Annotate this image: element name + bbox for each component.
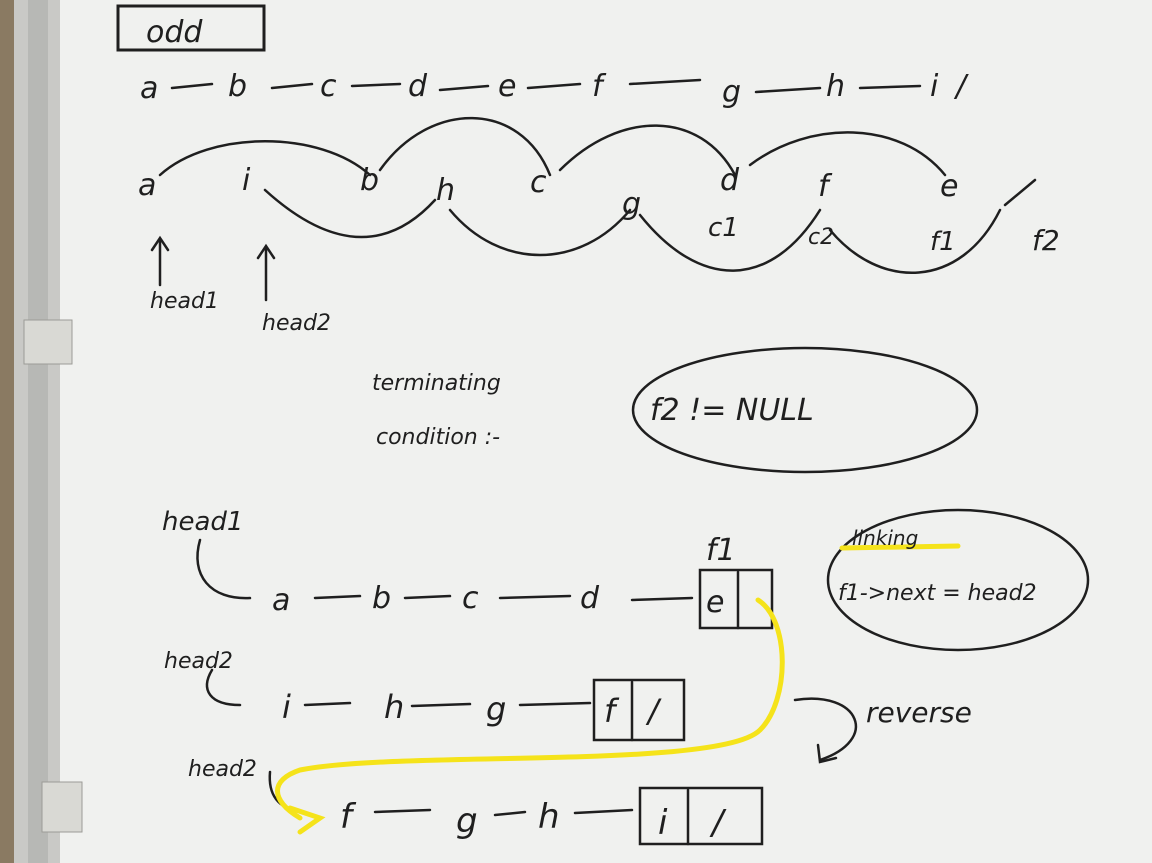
- row2-g: g: [486, 690, 506, 728]
- row3-g: g: [456, 801, 478, 841]
- row3-h: h: [538, 797, 560, 837]
- weave-e: e: [940, 169, 958, 204]
- row1-b: b: [372, 581, 391, 616]
- row3-box-slash: /: [709, 803, 727, 843]
- title-box: [116, 4, 266, 52]
- list-g: g: [722, 75, 741, 110]
- c2-label: c2: [808, 225, 834, 250]
- list-e: e: [498, 69, 516, 104]
- condition-text: f2 != NULL: [650, 393, 814, 428]
- row1-d: d: [580, 581, 600, 616]
- title-text: odd: [146, 15, 203, 50]
- weave-b: b: [360, 163, 379, 198]
- row2-h: h: [384, 688, 404, 726]
- list-d: d: [408, 69, 428, 104]
- head2-row3-label: head2: [188, 757, 257, 782]
- f1-label: f1: [930, 227, 956, 257]
- row1-c: c: [462, 581, 479, 616]
- head1-bottom: head1: [162, 507, 243, 537]
- row1-a: a: [272, 583, 290, 618]
- reverse-label: reverse: [866, 696, 972, 729]
- condition-label: condition :-: [376, 425, 500, 450]
- row1: a b c d e: [272, 581, 724, 620]
- linking-title: linking: [852, 526, 918, 550]
- c1-label: c1: [708, 213, 739, 243]
- head1-label: head1: [150, 289, 219, 314]
- weave-d: d: [720, 163, 740, 198]
- row2-i: i: [282, 688, 291, 726]
- row3-box-i: i: [658, 803, 668, 843]
- top-list: a b c d e f g h i /: [140, 69, 969, 110]
- row1-box-e: e: [706, 585, 724, 620]
- weave-c: c: [530, 165, 547, 200]
- list-terminator: /: [953, 69, 969, 104]
- head2-row2-label: head2: [164, 649, 233, 674]
- weave-i: i: [242, 163, 251, 198]
- f2-label: f2: [1032, 224, 1060, 257]
- list-i: i: [930, 69, 939, 104]
- head2-label: head2: [262, 311, 331, 336]
- terminating-label: terminating: [372, 371, 501, 396]
- linking-code: f1->next = head2: [838, 581, 1037, 606]
- weave-g: g: [622, 187, 641, 222]
- weave-a: a: [138, 168, 156, 203]
- list-h: h: [826, 69, 845, 104]
- list-b: b: [228, 69, 247, 104]
- row2-box-slash: /: [645, 692, 662, 730]
- list-c: c: [320, 69, 337, 104]
- whiteboard-surface: [60, 0, 1152, 863]
- list-a: a: [140, 71, 158, 106]
- f1-bottom-label: f1: [706, 533, 736, 568]
- weave-h: h: [436, 173, 455, 208]
